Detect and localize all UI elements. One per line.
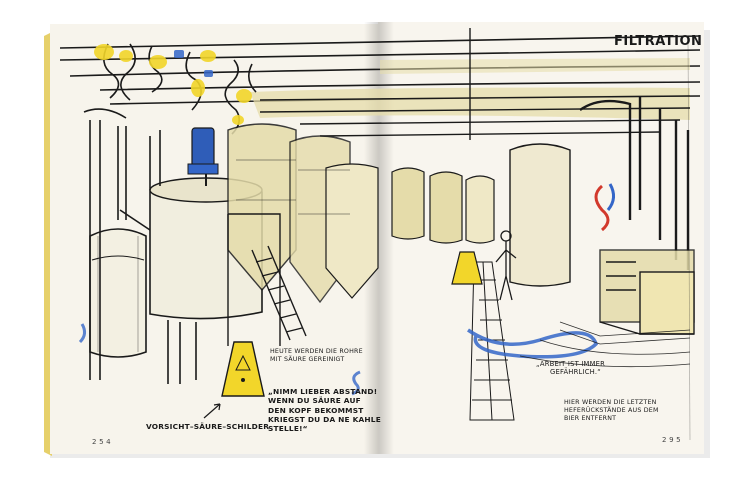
blue-hose-right bbox=[606, 183, 615, 211]
caption-hefe-line: HIER WERDEN DIE LETZTEN bbox=[564, 399, 657, 406]
ceiling-beams bbox=[259, 28, 691, 140]
warning-sign-right bbox=[451, 251, 483, 285]
caption-abstand-line: DEN KOPF BEKOMMST bbox=[268, 405, 364, 415]
conical-tanks bbox=[227, 123, 379, 304]
caption-arbeit-line: „ARBEIT IST IMMER bbox=[536, 360, 606, 368]
page-edge-line bbox=[687, 39, 691, 441]
blue-hose-left-2 bbox=[351, 370, 361, 396]
distant-tanks bbox=[391, 143, 571, 287]
caption-abstand-line: KRIEGST DU DA NE KAHLE bbox=[268, 414, 381, 424]
caption-abstand-line: WENN DU SÄURE AUF bbox=[268, 396, 361, 406]
page-title: FILTRATION bbox=[614, 34, 703, 49]
page-number-right: 2 9 5 bbox=[662, 436, 681, 444]
caption-hefe-line: HEFERÜCKSTÄNDE AUS DEM bbox=[564, 406, 659, 414]
caption-abstand-line: „NIMM LIEBER ABSTAND! bbox=[268, 387, 378, 396]
blue-hose-left bbox=[78, 323, 87, 344]
caption-rohre-line: HEUTE WERDEN DIE ROHRE bbox=[270, 348, 363, 355]
caption-abstand-line: STELLE!“ bbox=[268, 424, 308, 433]
page-number-left: 2 5 4 bbox=[92, 438, 111, 446]
floor-hatching bbox=[519, 321, 691, 368]
caption-rohre: HEUTE WERDEN DIE ROHRE MIT SÄURE GEREINI… bbox=[270, 348, 363, 364]
caption-hefe: HIER WERDEN DIE LETZTEN HEFERÜCKSTÄNDE A… bbox=[564, 399, 659, 423]
left-cylinder-tank bbox=[89, 228, 147, 358]
filter-units bbox=[599, 249, 695, 335]
caption-rohre-line: MIT SÄURE GEREINIGT bbox=[270, 355, 345, 363]
worker-figure bbox=[495, 230, 517, 301]
yellow-tags bbox=[94, 44, 252, 125]
steel-stairs bbox=[227, 213, 307, 346]
caption-hefe-line: BIER ENTFERNT bbox=[564, 414, 617, 422]
black-pipes-right bbox=[579, 96, 690, 270]
blue-tags bbox=[174, 50, 213, 77]
warning-sign-left bbox=[221, 341, 265, 397]
ceiling-wash-2 bbox=[380, 58, 690, 74]
caption-arbeit-line: GEFÄHRLICH.“ bbox=[550, 368, 601, 377]
red-hose bbox=[594, 184, 610, 232]
blue-floor-hose bbox=[467, 328, 598, 359]
caption-abstand: „NIMM LIEBER ABSTAND! WENN DU SÄURE AUF … bbox=[268, 387, 381, 433]
pointer-arrow bbox=[203, 403, 221, 419]
caption-schilder: VORSICHT–SÄURE–SCHILDER bbox=[146, 422, 270, 431]
left-pipes bbox=[83, 108, 197, 384]
caption-arbeit: „ARBEIT IST IMMER GEFÄHRLICH.“ bbox=[536, 360, 605, 377]
